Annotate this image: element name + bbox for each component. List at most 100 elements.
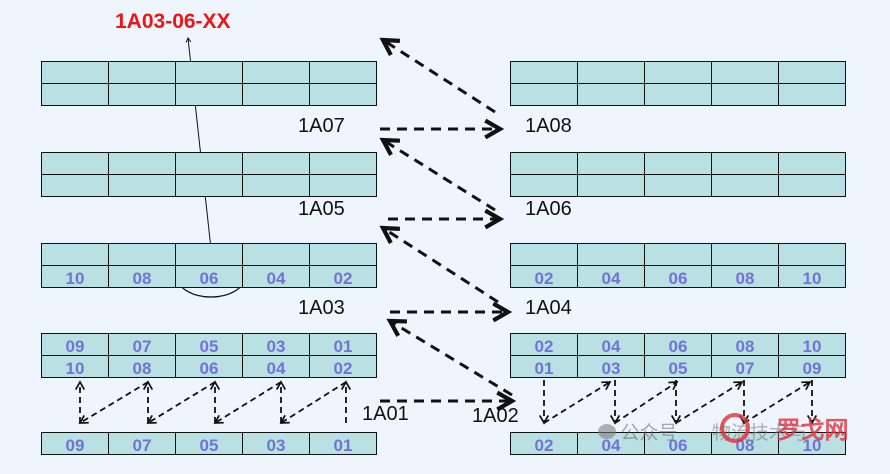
shelf-left-1a07 — [41, 61, 377, 106]
shelf-cell: 04 — [577, 265, 645, 288]
shelf-cell: 01 — [510, 355, 578, 378]
shelf-cell: 01 — [309, 432, 377, 455]
shelf-cell: 09 — [41, 333, 109, 356]
aisle-route — [380, 40, 512, 401]
shelf-cell — [108, 174, 176, 197]
shelf-cell — [577, 61, 645, 84]
shelf-cell — [711, 174, 779, 197]
shelf-left-1a05 — [41, 152, 377, 197]
shelf-cell — [108, 152, 176, 175]
shelf-level-top — [510, 243, 846, 266]
shelf-cell — [242, 152, 310, 175]
shelf-cell — [175, 152, 243, 175]
shelf-level-bottom — [510, 83, 846, 106]
shelf-cell: 02 — [309, 355, 377, 378]
shelf-cell — [41, 83, 109, 106]
shelf-cell — [309, 61, 377, 84]
shelf-cell: 06 — [644, 333, 712, 356]
shelf-cell: 10 — [41, 355, 109, 378]
shelf-cell — [175, 243, 243, 266]
shelf-level-top — [510, 152, 846, 175]
shelf-cell — [41, 152, 109, 175]
shelf-right-1a06 — [510, 152, 846, 197]
route-1a04-to-1a05 — [383, 228, 499, 304]
shelf-cell: 08 — [711, 265, 779, 288]
shelf-cell: 05 — [175, 333, 243, 356]
shelf-cell: 04 — [577, 432, 645, 455]
shelf-cell: 03 — [577, 355, 645, 378]
shelf-cell — [577, 243, 645, 266]
aisle-label-1a02: 1A02 — [472, 405, 519, 427]
shelf-level-top — [41, 243, 377, 266]
shelf-cell — [577, 83, 645, 106]
shelf-cell: 10 — [41, 265, 109, 288]
shelf-cell: 07 — [108, 432, 176, 455]
route-1a08-to-next — [383, 40, 496, 114]
shelf-cell — [711, 83, 779, 106]
shelf-cell — [577, 152, 645, 175]
shelf-cell — [778, 83, 846, 106]
route-1a02-to-1a03 — [390, 321, 513, 397]
shelf-cell: 08 — [711, 333, 779, 356]
shelf-cell: 06 — [175, 355, 243, 378]
shelf-cell — [577, 174, 645, 197]
shelf-cell: 08 — [108, 355, 176, 378]
shelf-cell — [644, 152, 712, 175]
shelf-cell — [778, 243, 846, 266]
shelf-cell — [41, 243, 109, 266]
shelf-cell: 09 — [41, 432, 109, 455]
shelf-cell — [309, 243, 377, 266]
right-pick-path — [538, 380, 818, 425]
shelf-level-top — [41, 61, 377, 84]
shelf-cell — [108, 83, 176, 106]
shelf-cell — [711, 152, 779, 175]
shelf-cell — [108, 243, 176, 266]
shelf-cell — [778, 61, 846, 84]
shelf-cell: 03 — [242, 432, 310, 455]
shelf-cell — [309, 174, 377, 197]
route-1a06-to-1a07 — [383, 140, 496, 212]
shelf-level-bottom — [41, 174, 377, 197]
aisle-label-1a03: 1A03 — [298, 297, 345, 319]
shelf-cell: 06 — [644, 432, 712, 455]
shelf-cell — [309, 152, 377, 175]
shelf-level-bottom — [510, 174, 846, 197]
shelf-cell — [175, 174, 243, 197]
shelf-cell: 08 — [108, 265, 176, 288]
shelf-cell — [242, 243, 310, 266]
shelf-cell — [242, 174, 310, 197]
shelf-cell: 06 — [644, 265, 712, 288]
shelf-cell: 02 — [510, 265, 578, 288]
shelf-cell: 03 — [242, 333, 310, 356]
shelf-cell: 02 — [309, 265, 377, 288]
aisle-label-1a01: 1A01 — [362, 403, 409, 425]
shelf-cell: 07 — [711, 355, 779, 378]
shelf-cell — [644, 174, 712, 197]
shelf-cell — [778, 174, 846, 197]
shelf-cell — [711, 61, 779, 84]
shelf-cell — [644, 243, 712, 266]
shelf-cell: 09 — [778, 355, 846, 378]
shelf-level-top — [510, 61, 846, 84]
shelf-right-1a08 — [510, 61, 846, 106]
shelf-cell — [644, 61, 712, 84]
shelf-cell — [175, 83, 243, 106]
shelf-cell: 10 — [778, 265, 846, 288]
shelf-cell: 06 — [175, 265, 243, 288]
shelf-cell: 05 — [175, 432, 243, 455]
shelf-level-bottom — [41, 83, 377, 106]
shelf-cell: 07 — [108, 333, 176, 356]
shelf-cell — [309, 83, 377, 106]
left-pick-path — [74, 380, 352, 424]
aisle-label-1a04: 1A04 — [525, 297, 572, 319]
